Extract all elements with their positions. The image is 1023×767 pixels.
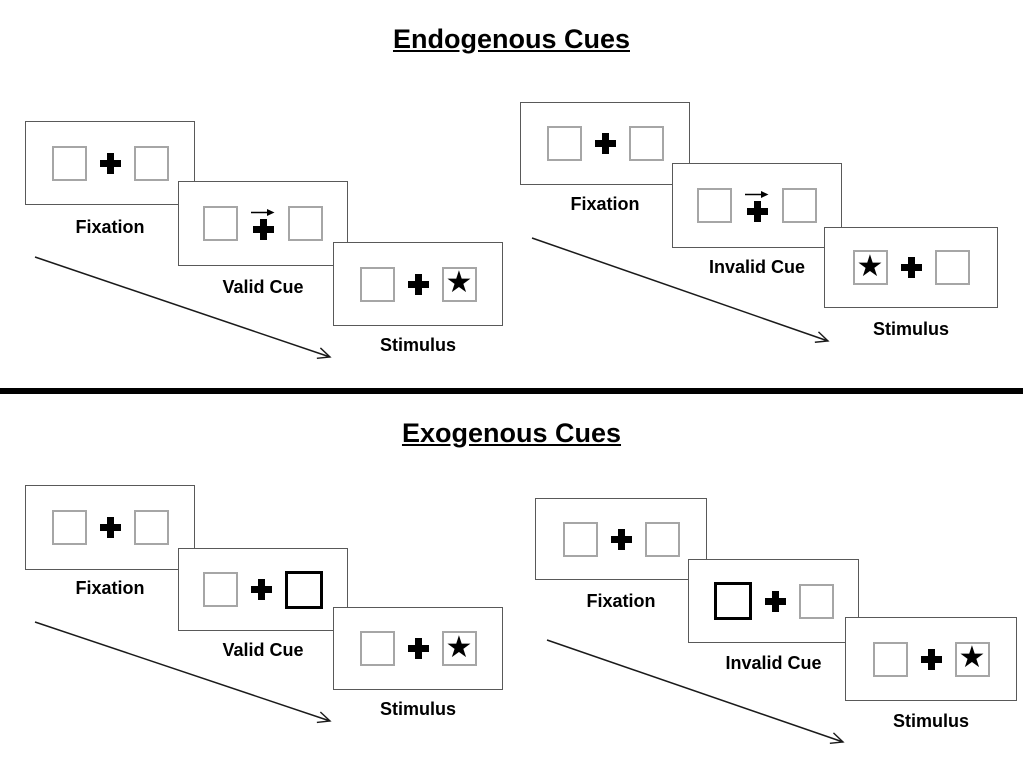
endogenous-invalid-stimulus-card: ★ [824, 227, 998, 308]
fixation-cross-icon [594, 133, 616, 154]
left-placeholder-box [697, 188, 732, 223]
card-label: Stimulus [872, 319, 949, 339]
endogenous-valid-cue-card [178, 181, 348, 266]
fixation-cross-icon [99, 152, 121, 174]
right-placeholder-box [798, 583, 834, 619]
card-label: Stimulus [379, 335, 456, 355]
card-label: Invalid Cue [725, 653, 822, 673]
right-placeholder-box [644, 521, 680, 557]
card-label: Valid Cue [222, 277, 304, 297]
fixation-cross-icon [900, 257, 922, 278]
right-placeholder-box [288, 206, 323, 241]
fixation-cross-icon [610, 528, 632, 550]
fixation-cross-icon [252, 218, 274, 240]
card-label: Stimulus [892, 711, 969, 731]
star-stimulus-icon: ★ [856, 249, 884, 283]
right-placeholder-box [628, 126, 664, 161]
endogenous-valid-fixation-card [25, 121, 195, 205]
timeline-arrow-endogenous-invalid [531, 237, 830, 343]
card-label: Invalid Cue [708, 257, 806, 277]
exogenous-invalid-stimulus-card: ★ [845, 617, 1017, 701]
section-divider [0, 388, 1023, 394]
card-label: Fixation [570, 194, 640, 214]
star-stimulus-icon: ★ [445, 266, 473, 299]
fixation-cross-icon [746, 200, 768, 222]
card-label: Valid Cue [222, 640, 304, 660]
card-label: Fixation [586, 591, 656, 611]
left-placeholder-box [51, 510, 87, 545]
fixation-cross-icon [920, 648, 942, 670]
left-placeholder-box [51, 145, 87, 181]
fixation-cross-icon [764, 590, 786, 612]
left-placeholder-box [562, 521, 598, 557]
timeline-arrow-exogenous-valid [34, 621, 332, 724]
card-label: Fixation [75, 578, 145, 598]
fixation-cross-icon [99, 517, 121, 538]
right-placeholder-box [133, 510, 169, 545]
timeline-arrow-endogenous-valid [34, 256, 332, 360]
card-label: Fixation [75, 217, 145, 237]
cue-center-group [745, 190, 769, 222]
left-placeholder-box [546, 126, 582, 161]
endogenous-invalid-cue-card [672, 163, 842, 248]
endogenous-valid-stimulus-card: ★ [333, 242, 503, 326]
left-placeholder-box [359, 631, 395, 666]
left-placeholder-box [359, 266, 395, 302]
right-target-box: ★ [441, 630, 477, 666]
left-target-box: ★ [852, 249, 888, 285]
left-highlighted-cue-box [713, 582, 752, 620]
star-stimulus-icon: ★ [445, 630, 473, 664]
left-placeholder-box [203, 572, 238, 607]
exogenous-valid-cue-card [178, 548, 348, 631]
right-placeholder-box [782, 188, 817, 223]
exogenous-invalid-fixation-card [535, 498, 707, 580]
right-placeholder-box [133, 145, 169, 181]
fixation-cross-icon [251, 579, 272, 600]
left-placeholder-box [872, 641, 908, 677]
exogenous-valid-fixation-card [25, 485, 195, 570]
right-highlighted-cue-box [285, 570, 323, 609]
star-stimulus-icon: ★ [958, 641, 986, 674]
right-target-box: ★ [441, 266, 477, 302]
right-target-box: ★ [954, 641, 990, 677]
exogenous-valid-stimulus-card: ★ [333, 607, 503, 690]
cue-center-group [251, 208, 275, 240]
exogenous-section-title: Exogenous Cues [401, 418, 622, 448]
left-placeholder-box [203, 206, 238, 241]
right-placeholder-box [934, 250, 970, 285]
fixation-cross-icon [407, 638, 429, 659]
fixation-cross-icon [407, 273, 429, 295]
right-arrow-cue-icon [251, 208, 275, 216]
card-label: Stimulus [379, 699, 456, 719]
endogenous-invalid-fixation-card [520, 102, 690, 185]
endogenous-section-title: Endogenous Cues [392, 24, 630, 54]
right-arrow-cue-icon [745, 190, 769, 198]
exogenous-invalid-cue-card [688, 559, 859, 643]
